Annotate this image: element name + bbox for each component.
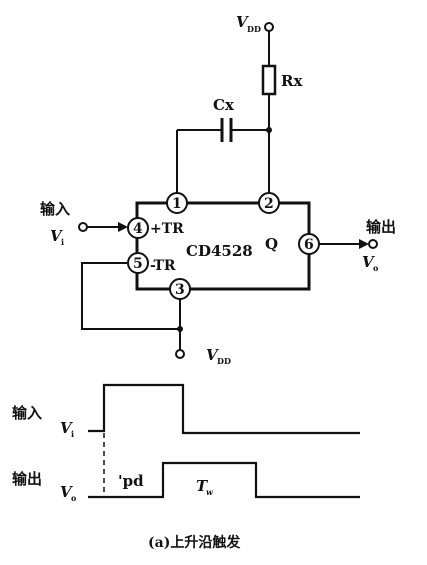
pin-4-label: 4 — [133, 221, 143, 237]
input-terminal — [78, 222, 88, 232]
pin-1 — [166, 192, 188, 214]
timing-output-symbol: V — [60, 483, 73, 501]
resistor-rx-label: Rx — [281, 72, 303, 90]
pin-2-label: 2 — [264, 196, 274, 212]
q-output-label: Q — [265, 235, 278, 253]
pin-plus-tr-label: +TR — [150, 221, 184, 237]
vdd-bottom-sub: DD — [217, 356, 231, 366]
pin-5-label: 5 — [133, 256, 143, 272]
output-symbol: V — [362, 253, 375, 271]
vdd-bottom-label: V — [206, 346, 219, 364]
output-label: 输出 — [366, 218, 396, 236]
output-terminal — [368, 239, 378, 249]
tw-sub: w — [206, 487, 214, 497]
input-arrow-icon — [118, 222, 128, 232]
timing-input-symbol: V — [60, 419, 73, 437]
timing-output-sub: o — [71, 493, 77, 503]
vdd-top-terminal — [264, 22, 274, 32]
figure-caption: (a)上升沿触发 — [148, 534, 241, 551]
chip-label: CD4528 — [186, 242, 253, 260]
pin-2 — [258, 192, 280, 214]
pin-3-label: 3 — [175, 282, 185, 298]
pin-4 — [127, 217, 149, 239]
pin-minus-tr-label: -TR — [150, 258, 176, 274]
output-arrow-icon — [359, 239, 369, 249]
tw-label: T — [196, 477, 209, 495]
vdd-bottom-terminal — [175, 349, 185, 359]
vdd-top-label: V — [236, 13, 249, 31]
input-symbol: V — [50, 227, 63, 245]
pin-1-label: 1 — [172, 196, 182, 212]
input-label: 输入 — [40, 200, 70, 218]
vdd-top-sub: DD — [247, 24, 261, 34]
tpd-label: 'pd — [118, 472, 144, 490]
capacitor-cx-label: Cx — [213, 96, 235, 114]
input-waveform — [88, 383, 360, 435]
timing-input-sub: i — [71, 429, 74, 439]
resistor-rx — [261, 64, 277, 96]
input-symbol-sub: i — [61, 237, 64, 247]
pin3-junction — [177, 326, 183, 332]
output-symbol-sub: o — [373, 263, 379, 273]
minus-tr-feedback-wire — [81, 262, 180, 330]
timing-output-label: 输出 — [12, 470, 42, 488]
output-waveform — [88, 461, 360, 499]
pin-6-label: 6 — [304, 237, 314, 253]
timing-input-label: 输入 — [12, 404, 42, 422]
